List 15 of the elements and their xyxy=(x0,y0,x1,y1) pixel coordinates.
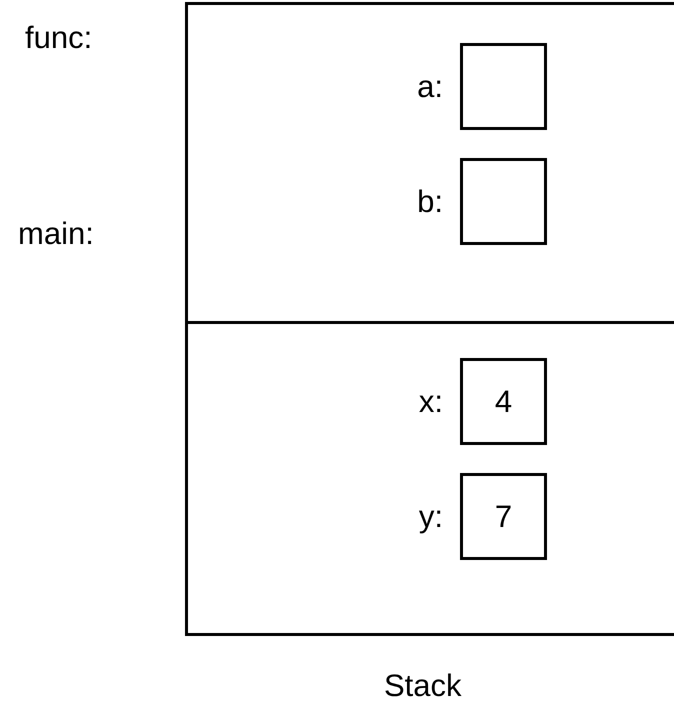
stack-frame xyxy=(185,2,674,324)
variable-name: y: xyxy=(418,500,443,532)
frame-name: main: xyxy=(18,218,94,249)
stack-frame xyxy=(185,321,674,636)
frame-name: func: xyxy=(25,22,92,53)
variable-name: a: xyxy=(417,70,443,102)
value-text: 4 xyxy=(494,384,512,420)
caption-text: Stack xyxy=(384,670,462,701)
variable-name: b: xyxy=(417,186,443,216)
value-box xyxy=(460,43,547,130)
value-box xyxy=(460,473,547,560)
value-text: 7 xyxy=(494,498,512,534)
value-box xyxy=(460,358,547,445)
value-box xyxy=(460,158,547,245)
variable-name: x: xyxy=(418,386,443,416)
